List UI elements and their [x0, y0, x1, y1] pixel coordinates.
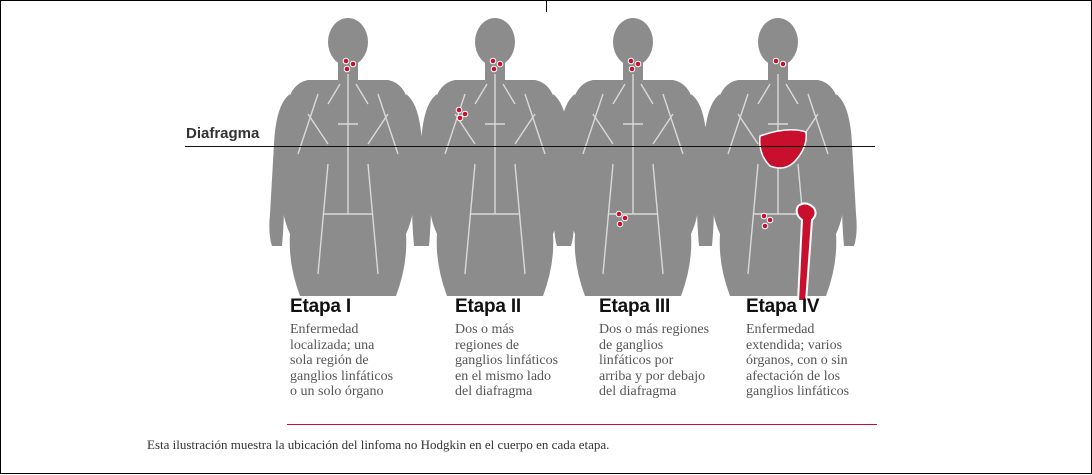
stage-description: Enfermedad extendida; varios órganos, co…	[746, 322, 886, 400]
body-silhouette-3	[554, 18, 711, 296]
stage-title: Etapa II	[455, 296, 595, 318]
figure-caption: Esta ilustración muestra la ubicación de…	[147, 437, 609, 453]
stage-description: Dos o más regiones de ganglios linfático…	[599, 322, 739, 400]
stage-3: Etapa III Dos o más regiones de ganglios…	[599, 296, 739, 400]
stage-2: Etapa II Dos o más regiones de ganglios …	[455, 296, 595, 400]
stage-title: Etapa III	[599, 296, 739, 318]
body-silhouette-4	[699, 18, 856, 300]
body-silhouette-2	[416, 18, 573, 296]
stage-illustration	[0, 0, 1092, 300]
diaphragm-label: Diafragma	[186, 125, 259, 142]
caption-rule	[287, 424, 877, 425]
stage-title: Etapa I	[290, 296, 430, 318]
stage-4: Etapa IV Enfermedad extendida; varios ór…	[746, 296, 886, 400]
stage-title: Etapa IV	[746, 296, 886, 318]
stage-description: Enfermedad localizada; una sola región d…	[290, 322, 430, 400]
stage-1: Etapa I Enfermedad localizada; una sola …	[290, 296, 430, 400]
body-silhouette-1	[269, 18, 426, 296]
stage-description: Dos o más regiones de ganglios linfático…	[455, 322, 595, 400]
diaphragm-line	[185, 146, 875, 147]
